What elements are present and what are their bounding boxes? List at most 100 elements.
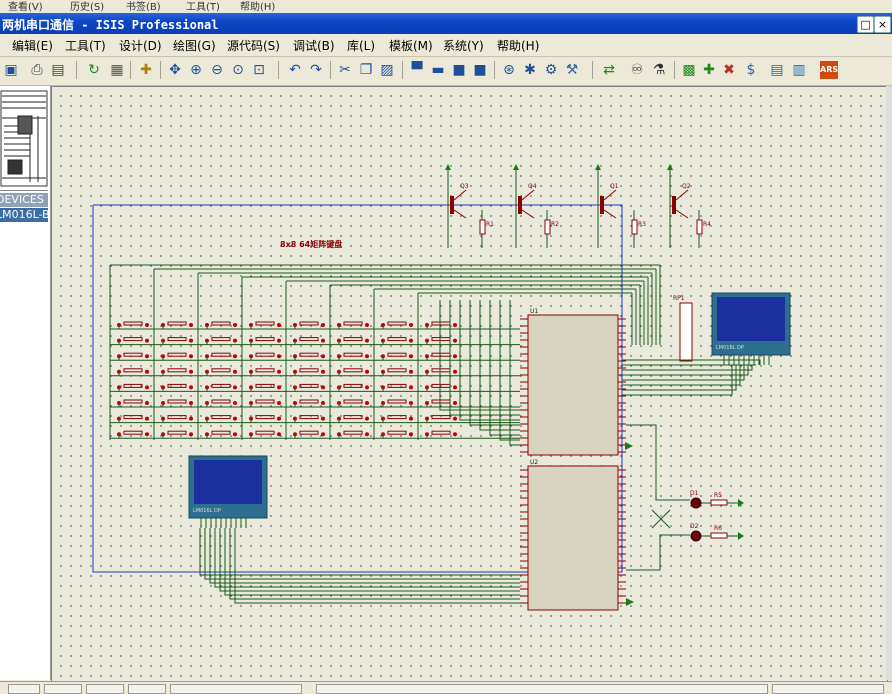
key-switch	[387, 368, 407, 373]
cut-icon[interactable]: ✂	[339, 62, 351, 78]
grid-icon[interactable]: ▦	[110, 62, 124, 78]
transistor-lead	[521, 209, 535, 219]
key-switch	[299, 399, 319, 404]
zoom-out-icon[interactable]: ⊖	[211, 62, 223, 78]
toolbar-separator	[592, 61, 593, 79]
menu-design[interactable]: 设计(D)	[119, 39, 162, 53]
search-tag-icon[interactable]: ♾	[630, 62, 644, 78]
zoom-in-icon[interactable]: ⊕	[190, 62, 202, 78]
lcd-lower-label: LM016L DP	[193, 508, 221, 514]
menu-library[interactable]: 库(L)	[347, 39, 376, 53]
key-switch	[387, 337, 407, 342]
key-pin-dot	[189, 354, 193, 359]
key-pin-dot	[409, 369, 413, 374]
lcd-wire	[214, 528, 520, 588]
netlist-icon[interactable]: ▤	[770, 62, 784, 78]
menu-help[interactable]: 帮助(H)	[497, 39, 540, 53]
origin-icon[interactable]: ✚	[140, 62, 152, 78]
close-button[interactable]: ×	[874, 16, 891, 33]
status-pane-rotation[interactable]	[8, 684, 40, 694]
power-terminal	[445, 164, 451, 170]
transistor-lead	[675, 189, 689, 201]
toolbar-separator	[674, 61, 675, 79]
menu-edit[interactable]: 编辑(E)	[12, 39, 53, 53]
resistor-label-R3: R3	[638, 221, 646, 228]
open-icon[interactable]: ▣	[4, 62, 18, 78]
key-pin-dot	[453, 401, 457, 405]
key-pin-dot	[233, 385, 237, 390]
key-switch	[211, 383, 231, 388]
devices-header: DEVICES	[0, 193, 48, 207]
key-pin-dot	[277, 369, 281, 374]
menu-system[interactable]: 系统(Y)	[443, 39, 484, 53]
restore-button[interactable]: □	[857, 16, 874, 33]
zoom-all-icon[interactable]: ⊙	[232, 62, 244, 78]
menu-source[interactable]: 源代码(S)	[227, 39, 280, 53]
lcd-wire	[204, 528, 520, 580]
undo-icon[interactable]: ↶	[289, 62, 301, 78]
key-pin-dot	[321, 401, 325, 405]
decompose-icon[interactable]: ⚒	[565, 62, 579, 78]
key-pin-dot	[365, 432, 369, 437]
key-pin-dot	[189, 323, 193, 327]
bg-menu-tools: 工具(T)	[186, 2, 220, 13]
transistor-body	[672, 196, 676, 214]
vertical-scrollbar[interactable]	[886, 86, 892, 680]
menu-graph[interactable]: 绘图(G)	[173, 39, 216, 53]
new-sheet-icon[interactable]: ▩	[682, 62, 696, 78]
status-pane-step[interactable]	[86, 684, 124, 694]
key-switch	[167, 383, 187, 388]
wire-autorouter-icon[interactable]: ⇄	[603, 62, 615, 78]
property-assign-icon[interactable]: ⚗	[652, 62, 666, 78]
block-move-icon[interactable]: ▬	[431, 62, 445, 78]
ares-icon[interactable]: ARS	[820, 61, 838, 79]
overview-window[interactable]	[0, 86, 48, 191]
block-rotate-icon[interactable]: ■	[452, 62, 466, 78]
transistor-lead	[453, 189, 467, 201]
goto-sheet-icon[interactable]: ✖	[723, 62, 735, 78]
status-pane-play[interactable]	[44, 684, 82, 694]
lcd-upper-label: LM016L DP	[716, 345, 744, 351]
key-pin-dot	[321, 385, 325, 390]
key-pin-dot	[145, 323, 149, 327]
status-pane-info	[316, 684, 768, 694]
menu-debug[interactable]: 调试(B)	[293, 39, 335, 53]
menu-template[interactable]: 模板(M)	[389, 39, 433, 53]
key-switch	[343, 399, 363, 404]
zoom-area-icon[interactable]: ⊡	[253, 62, 265, 78]
key-switch	[431, 430, 451, 435]
pan-icon[interactable]: ✥	[169, 62, 181, 78]
bom-icon[interactable]: $	[746, 62, 756, 78]
transistor-lead	[603, 189, 617, 201]
netlist-icon-2[interactable]: ▥	[792, 62, 806, 78]
toolbar-separator	[76, 61, 77, 79]
bg-menu-help: 帮助(H)	[240, 2, 276, 13]
device-list-item[interactable]: LM016L-BLUE	[0, 208, 48, 222]
print-preview-icon[interactable]: ▤	[51, 62, 65, 78]
redo-icon[interactable]: ↷	[310, 62, 322, 78]
package-icon[interactable]: ⚙	[544, 62, 558, 78]
key-switch	[387, 399, 407, 404]
pick-device-icon[interactable]: ⊛	[503, 62, 515, 78]
key-switch	[343, 383, 363, 388]
key-pin-dot	[233, 416, 237, 421]
paste-icon[interactable]: ▨	[380, 62, 394, 78]
remove-sheet-icon[interactable]: ✚	[703, 62, 715, 78]
block-copy-icon[interactable]: ▀	[411, 62, 423, 78]
key-pin-dot	[145, 338, 149, 343]
refresh-icon[interactable]: ↻	[88, 62, 100, 78]
status-pane-pause[interactable]	[128, 684, 166, 694]
key-pin-dot	[189, 385, 193, 390]
print-icon[interactable]: ⎙	[31, 62, 43, 78]
transistor-lead	[521, 189, 535, 201]
menu-tools[interactable]: 工具(T)	[65, 39, 106, 53]
block-delete-icon[interactable]: ■	[473, 62, 487, 78]
key-switch	[255, 430, 275, 435]
key-pin-dot	[321, 338, 325, 343]
copy-icon[interactable]: ❐	[359, 62, 373, 78]
resistor-label-R1: R1	[486, 221, 494, 228]
key-switch	[123, 430, 143, 435]
make-device-icon[interactable]: ✱	[524, 62, 536, 78]
